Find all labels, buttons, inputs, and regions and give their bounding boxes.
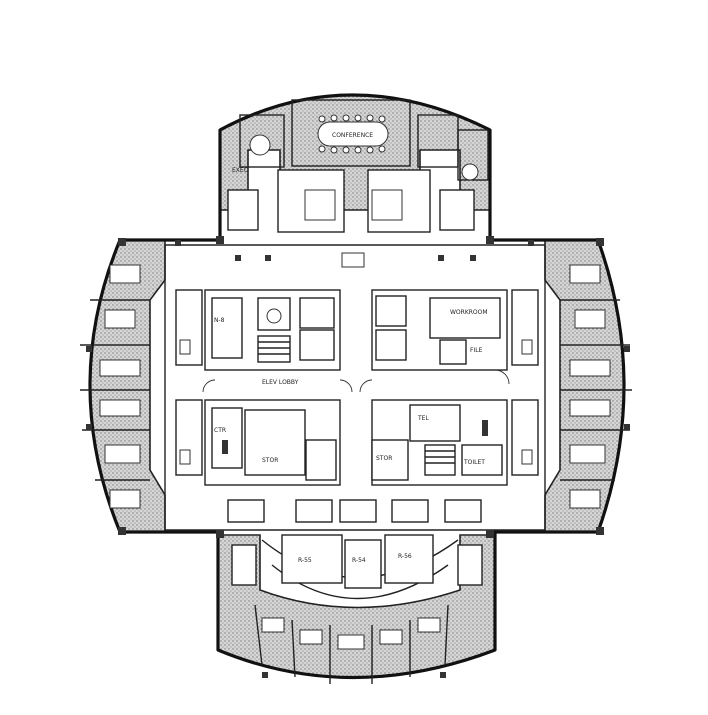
structural-columns [86, 236, 630, 678]
door-arc-1 [339, 379, 353, 393]
se-corner-office [457, 544, 483, 586]
round-table-nw [249, 134, 271, 156]
core-sw2-label: STOR [262, 457, 278, 464]
stair-se [424, 444, 456, 476]
reception-desk [341, 252, 365, 268]
south-office-2-label: R-54 [352, 557, 366, 564]
west-wing-perimeter-zone [89, 239, 166, 533]
door-arc-2 [359, 379, 373, 393]
ws-w5 [104, 444, 141, 464]
east-wing-workstations [560, 264, 632, 509]
round-table-ne [461, 163, 479, 181]
north-core-desk-right [371, 189, 403, 221]
door-arc-4 [202, 379, 216, 393]
exec-office-ne-2 [457, 129, 489, 181]
elevator-1 [299, 297, 335, 329]
desk-w2 [179, 449, 191, 465]
ws-e2 [574, 309, 606, 329]
elevator-4 [375, 329, 407, 361]
exec-office-nw [239, 114, 285, 168]
building-outline [88, 93, 626, 680]
south-office-2 [344, 539, 382, 589]
ws-s4 [379, 629, 403, 645]
exec-office-ne [417, 114, 459, 168]
core-office-nw [211, 297, 243, 359]
south-desk-3 [339, 499, 377, 523]
core-office-ne [429, 297, 501, 339]
inner-ring-wall [164, 244, 546, 531]
south-office-1 [281, 534, 343, 584]
ws-w6 [109, 489, 141, 509]
south-desk-2 [295, 499, 333, 523]
core-sw-room [244, 409, 306, 476]
boardroom [291, 99, 411, 167]
core-office-nw-label: N-8 [214, 317, 225, 324]
ws-w1 [109, 264, 141, 284]
ws-e4 [569, 399, 611, 417]
core-se-toilet [461, 444, 503, 476]
elevator-2 [299, 329, 335, 361]
south-office-3 [384, 534, 434, 584]
core-office-ne-label: WORKROOM [450, 309, 488, 316]
core-sw-toilet [305, 439, 337, 481]
desk-e1 [521, 339, 533, 355]
ws-e6 [569, 489, 601, 509]
ws-s2 [299, 629, 323, 645]
core-sw-label: CTR [214, 427, 226, 434]
core-office-ne2-label: FILE [470, 347, 483, 354]
ws-s5 [417, 617, 441, 633]
ws-s3 [337, 634, 365, 650]
exec-nw-label: EXEC [232, 167, 248, 174]
central-core: N-8 WORKROOM FILE ELEV LOBBY CTR STOR TE… [175, 289, 539, 486]
core-office-ne2 [439, 339, 467, 365]
sw-equipment [222, 440, 228, 454]
core-se-stor [371, 439, 409, 481]
north-wing: CONFERENCE EXEC [227, 99, 489, 268]
se-equipment [482, 420, 488, 436]
south-wing: R-55 R-54 R-56 [227, 499, 483, 684]
core-se3-label: TOILET [463, 459, 485, 466]
core-se2-label: STOR [376, 455, 392, 462]
west-wing-workstations [80, 264, 150, 509]
elevator-3 [375, 295, 407, 327]
ne-small-office [439, 189, 475, 231]
south-desk-4 [391, 499, 429, 523]
conference-chairs [318, 114, 386, 154]
ws-e5 [569, 444, 606, 464]
core-sw-office [211, 407, 243, 469]
core-se-room [409, 404, 461, 442]
south-office-1-label: R-55 [298, 557, 312, 564]
conference-table [317, 121, 389, 147]
ws-w2 [104, 309, 136, 329]
desk-e2 [521, 449, 533, 465]
nw-small-office [227, 189, 259, 231]
boardroom-label: CONFERENCE [332, 132, 373, 139]
ws-e3 [569, 359, 611, 377]
ws-e1 [569, 264, 601, 284]
south-office-3-label: R-56 [398, 553, 412, 560]
door-arc-3 [494, 369, 510, 385]
ws-s1 [261, 617, 285, 633]
nw-meeting-table [266, 308, 282, 324]
south-desk-1 [227, 499, 265, 523]
stair-nw [257, 335, 291, 363]
ws-w4 [99, 399, 141, 417]
sw-corner-office [231, 544, 257, 586]
south-desk-5 [444, 499, 482, 523]
core-se-label: TEL [417, 415, 429, 422]
north-core-desk-left [304, 189, 336, 221]
core-corridor-label: ELEV LOBBY [262, 379, 299, 386]
exterior-wall [88, 93, 626, 680]
desk-w1 [179, 339, 191, 355]
ws-w3 [99, 359, 141, 377]
